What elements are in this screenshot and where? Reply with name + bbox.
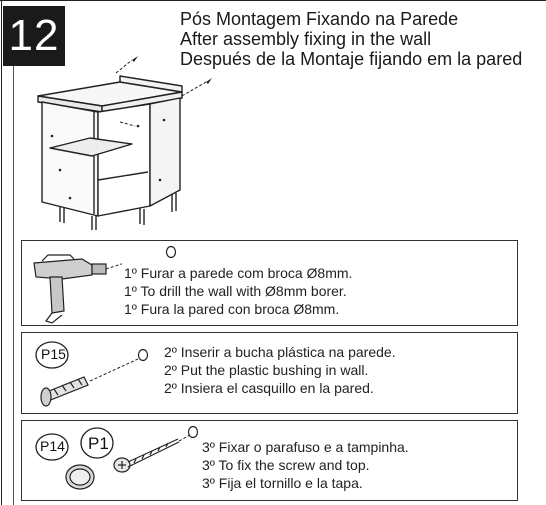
page-border-top <box>0 0 546 1</box>
step-2-text: 2º Inserir a bucha plástica na parede. 2… <box>164 343 396 397</box>
step-1-line-en: 1º To drill the wall with Ø8mm borer. <box>124 283 347 299</box>
step-3-line-es: 3º Fija el tornillo e la tapa. <box>202 475 363 491</box>
step-3-line-pt: 3º Fixar o parafuso e a tampinha. <box>202 439 409 455</box>
step-3-line-en: 3º To fix the screw and top. <box>202 457 370 473</box>
part-label-p14: P14 <box>40 438 65 454</box>
part-label-p15: P15 <box>41 346 66 362</box>
cabinet-illustration <box>37 56 212 230</box>
step-number-badge: 12 <box>3 6 65 66</box>
heading-line-pt: Pós Montagem Fixando na Parede <box>180 9 459 29</box>
step-1-line-pt: 1º Furar a parede com broca Ø8mm. <box>124 265 353 281</box>
step-3-text: 3º Fixar o parafuso e a tampinha. 3º To … <box>202 438 409 492</box>
part-label-p1: P1 <box>88 434 109 453</box>
step-heading: Pós Montagem Fixando na Parede After ass… <box>180 9 546 69</box>
bushing-illustration <box>35 341 149 407</box>
drill-icon <box>33 254 122 324</box>
heading-line-en: After assembly fixing in the wall <box>180 29 432 49</box>
page-border-left <box>1 0 2 505</box>
step-panel-drill: 1º Furar a parede com broca Ø8mm. 1º To … <box>21 240 518 326</box>
step-1-text: 1º Furar a parede com broca Ø8mm. 1º To … <box>124 264 352 318</box>
page-inner-border <box>13 64 14 505</box>
step-2-line-en: 2º Put the plastic bushing in wall. <box>164 362 369 378</box>
step-panel-screw: P14 P1 3º Fixar o parafuso e a tampinha.… <box>21 420 518 501</box>
step-2-line-es: 2º Insiera el casquillo en la pared. <box>164 380 374 396</box>
step-2-line-pt: 2º Inserir a bucha plástica na parede. <box>164 344 396 360</box>
heading-line-es: Después de la Montaje fijando em la pare… <box>180 49 523 69</box>
wall-hole-icon <box>165 245 177 259</box>
step-panel-bushing: P15 2º Inserir a bucha plástica na pared… <box>21 332 518 414</box>
step-1-line-es: 1º Fura la pared con broca Ø8mm. <box>124 301 340 317</box>
screw-cap-illustration <box>35 425 199 490</box>
